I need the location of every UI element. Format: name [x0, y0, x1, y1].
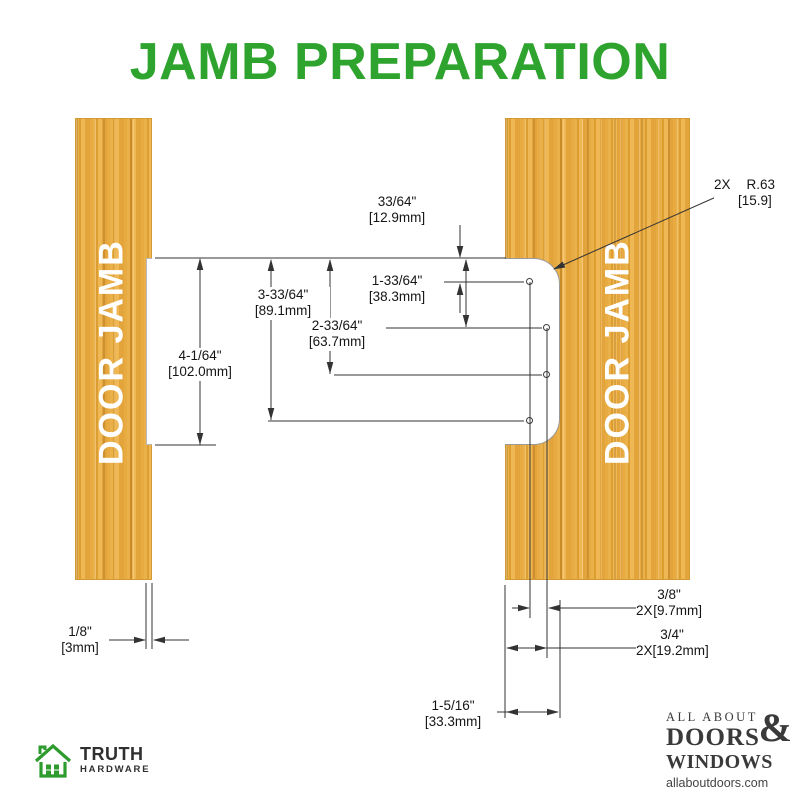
aad-ampersand: & — [758, 705, 792, 750]
dim-corner-radius: 2X R.63 [15.9] — [714, 177, 798, 210]
dim-hole-offset-3-8: 3/8" 2X [9.7mm] — [636, 587, 702, 620]
dim-qty-value: 2X — [636, 643, 653, 659]
dim-mm-value: [19.2mm] — [652, 643, 709, 659]
dim-mm-value: [102.0mm] — [168, 364, 232, 380]
dim-qty-value: 2X — [714, 177, 731, 192]
page-title: JAMB PREPARATION — [129, 33, 671, 91]
hinge-notch-cutout — [505, 258, 560, 445]
dim-mm-value: [33.3mm] — [424, 714, 482, 730]
dim-hole-offset-3-4: 3/4" 2X [19.2mm] — [636, 627, 709, 660]
truth-house-icon — [34, 743, 72, 778]
dim-inch-value: R.63 — [746, 177, 776, 192]
dim-mm-value: [3mm] — [61, 640, 99, 656]
left-board-label: DOOR JAMB — [92, 239, 131, 465]
truth-hardware-logo: TRUTH HARDWARE — [33, 740, 150, 780]
dim-inch-value: 1-33/64" — [371, 273, 423, 288]
truth-logo-subtitle: HARDWARE — [80, 763, 151, 775]
left-jamb-hinge-recess — [146, 258, 152, 445]
allaboutdoors-logo: ALL ABOUT DOORS & WINDOWS allaboutdoors.… — [666, 705, 792, 791]
dim-mm-value: [63.7mm] — [308, 334, 366, 350]
dim-mm-value: [38.3mm] — [368, 289, 426, 305]
dim-hole4-offset: 3-33/64" [89.1mm] — [236, 287, 330, 320]
right-board-label: DOOR JAMB — [598, 239, 637, 465]
dim-mm-value: [12.9mm] — [368, 210, 426, 226]
dim-hole3-offset: 2-33/64" [63.7mm] — [290, 318, 384, 351]
dim-inch-value: 1-5/16" — [431, 698, 475, 713]
dim-recess-depth: 1/8" [3mm] — [52, 624, 108, 657]
dim-qty-value: 2X — [636, 603, 653, 619]
dim-mm-value: [89.1mm] — [254, 303, 312, 319]
dim-inch-value: 33/64" — [377, 194, 417, 209]
dim-inch-value: 3/8" — [657, 587, 681, 602]
dim-hole1-offset: 33/64" [12.9mm] — [352, 194, 442, 227]
screw-hole-1 — [526, 278, 533, 285]
dim-recess-length: 4-1/64" [102.0mm] — [153, 348, 247, 381]
truth-logo-name: TRUTH — [80, 743, 144, 764]
dim-notch-depth: 1-5/16" [33.3mm] — [410, 698, 496, 731]
aad-url: allaboutdoors.com — [666, 776, 769, 791]
dim-inch-value: 3-33/64" — [257, 287, 309, 302]
dim-inch-value: 2-33/64" — [311, 318, 363, 333]
dim-mm-value: [15.9] — [738, 193, 772, 209]
dim-inch-value: 1/8" — [68, 624, 92, 639]
dim-inch-value: 3/4" — [660, 627, 684, 642]
dim-mm-value: [9.7mm] — [653, 603, 702, 619]
dim-hole2-offset: 1-33/64" [38.3mm] — [350, 273, 444, 306]
screw-hole-4 — [526, 417, 533, 424]
screw-hole-2 — [543, 324, 550, 331]
left-door-jamb-board — [75, 118, 152, 580]
aad-windows: WINDOWS — [666, 751, 773, 774]
aad-line1: ALL ABOUT — [666, 710, 758, 724]
aad-doors: DOORS — [666, 724, 760, 751]
dim-inch-value: 4-1/64" — [178, 348, 222, 363]
screw-hole-3 — [543, 371, 550, 378]
